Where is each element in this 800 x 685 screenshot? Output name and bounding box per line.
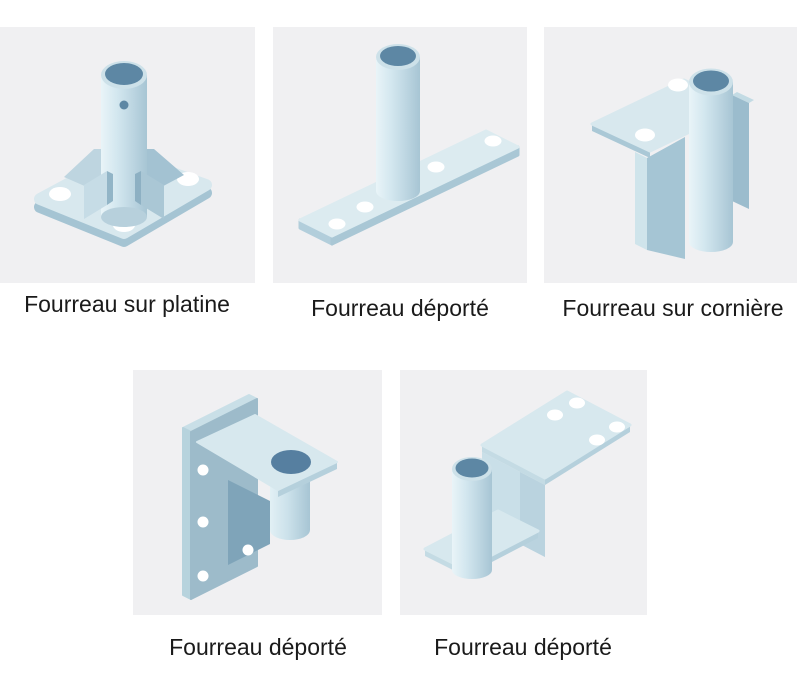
figure-caption-deporte-1: Fourreau déporté xyxy=(311,295,489,321)
fourreau-deporte-bar-illustration xyxy=(298,44,520,246)
figure-caption-platine: Fourreau sur platine xyxy=(24,291,230,317)
figure-caption-deporte-3: Fourreau déporté xyxy=(434,634,612,660)
fourreau-deporte-wall-illustration xyxy=(182,394,338,600)
figure-panel-platine xyxy=(0,27,255,283)
fourreau-sur-corniere-illustration xyxy=(590,68,754,259)
figure-caption-deporte-2: Fourreau déporté xyxy=(169,634,347,660)
figure-panel-deporte-2 xyxy=(133,370,382,615)
figure-panel-deporte-3 xyxy=(400,370,647,615)
figure-panel-deporte-1 xyxy=(273,27,527,283)
figure-panel-corniere xyxy=(544,27,797,283)
fourreau-deporte-z-illustration xyxy=(423,390,632,579)
fourreau-sur-platine-illustration xyxy=(34,61,212,247)
figure-caption-corniere: Fourreau sur cornière xyxy=(562,295,784,321)
